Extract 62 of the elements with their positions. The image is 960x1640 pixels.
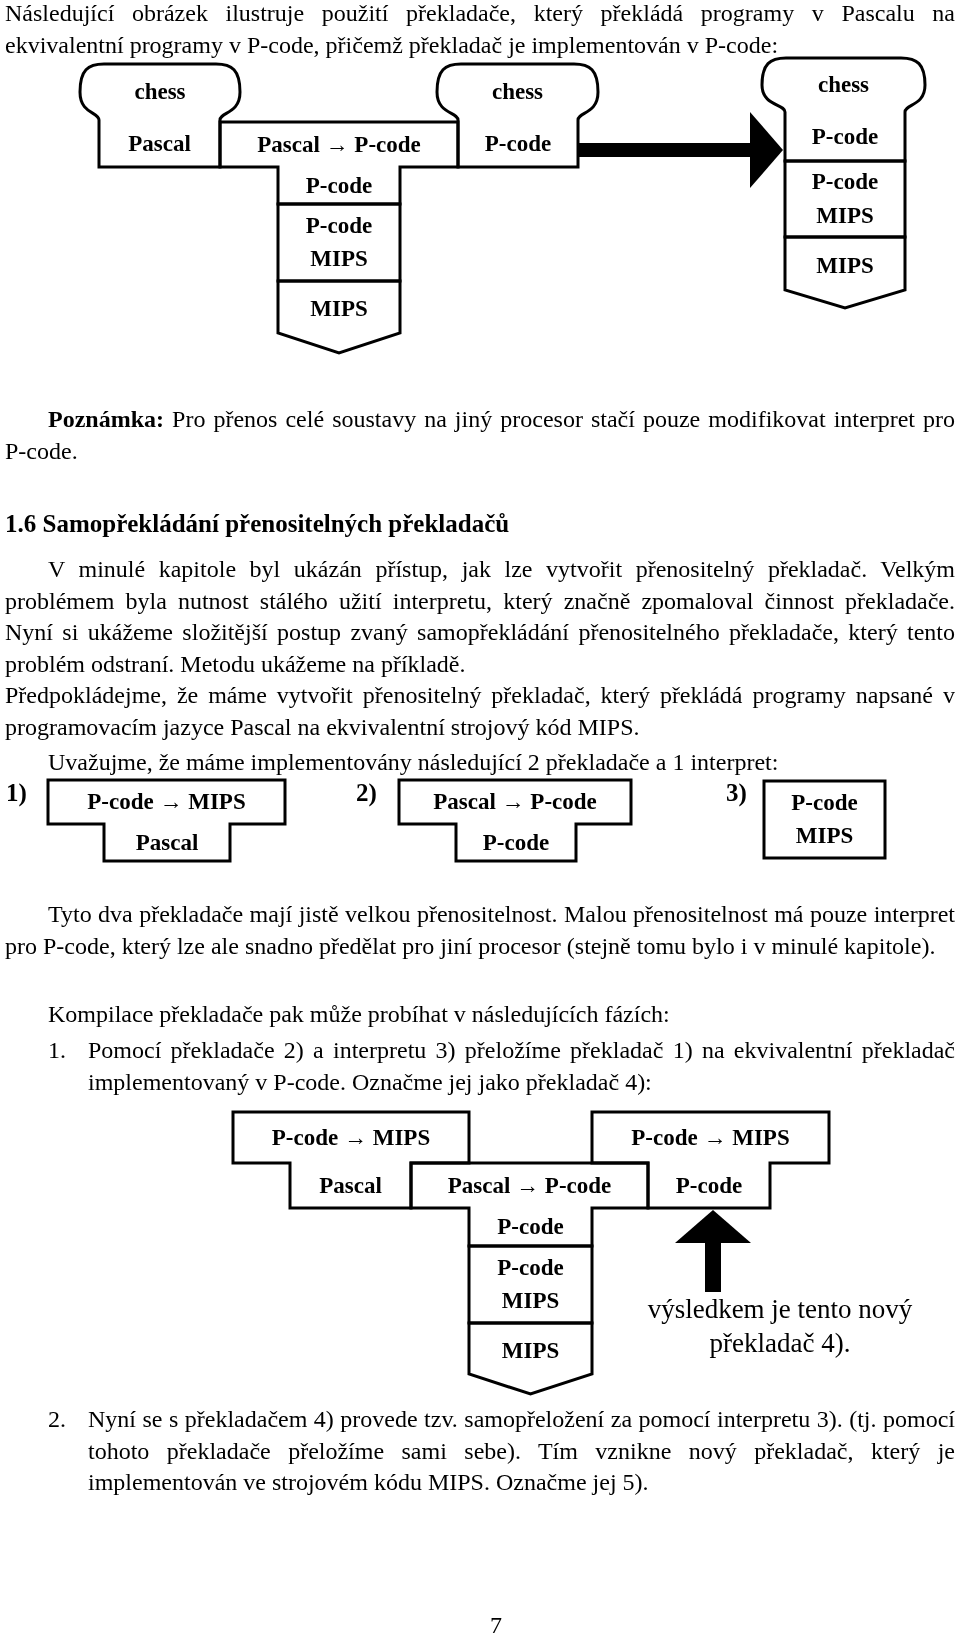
t-diagram-label: chess — [491, 79, 544, 105]
callout-number: 3) — [726, 778, 747, 809]
arrow — [578, 112, 783, 188]
t-diagram-label: MIPS — [501, 1337, 560, 1364]
paragraph: Předpokládejme, že máme vytvořit přenositelný překladač, který překládá programy napsané v programovacím jazyce Pascal na ekvivalentní strojový kód MIPS. — [5, 681, 955, 742]
t-diagram-label: chess — [134, 79, 186, 105]
t-diagram-label: MIPS — [501, 1288, 560, 1315]
interpreter-block — [764, 781, 885, 858]
t-diagram-label: P-code — [482, 829, 550, 856]
t-diagram-label: Pascal → P-code — [433, 789, 597, 815]
interpreter-block — [469, 1246, 592, 1323]
interpreter-block — [278, 204, 400, 281]
list-number: 1. — [48, 1036, 66, 1065]
annotation-text: výsledkem je tento nový překladač 4). — [620, 1292, 940, 1360]
paragraph: Tyto dva překladače mají jistě velkou přenositelnost. Malou přenositelnost má pouze interpret pro P-code, který lze ale snadno předělat pro jiní procesor (stejně tomu bylo i v minulé kapitole). — [5, 900, 955, 961]
compiler-t-diagram — [220, 122, 458, 204]
program-diagram — [437, 64, 598, 167]
arrow — [675, 1210, 751, 1292]
t-diagram-label: MIPS — [816, 252, 874, 279]
list-item-text: Nyní se s překladačem 4) provede tzv. samopřeložení za pomocí interpretu 3). (tj. pomocí tohoto překladače přeložíme sami sebe). Tím vznikne nový překladač, který je implementován ve strojovém kódu MIPS. Označme jej 5). — [88, 1405, 955, 1497]
list-item-text: Pomocí překladače 2) a interpretu 3) přeložíme překladač 1) na ekvivalentní překladač implementovaný v P-code. Označme jej jako překladač 4): — [88, 1036, 955, 1097]
callout-number: 2) — [356, 778, 377, 809]
paragraph: Uvažujme, že máme implementovány následující 2 překladače a 1 interpret: — [47, 748, 780, 777]
section-heading: 1.6 Samopřekládání přenositelných překladačů — [5, 509, 511, 539]
t-diagram-label: P-code — [811, 169, 879, 196]
t-diagram-label: P-code — [791, 789, 858, 816]
program-diagram — [80, 64, 240, 167]
interpreter-block — [785, 161, 905, 237]
compiler-t-diagram — [399, 780, 631, 861]
t-diagram-label: Pascal — [128, 130, 191, 157]
t-diagram-label: P-code — [484, 130, 552, 157]
compiler-t-diagram — [411, 1163, 648, 1246]
list-number: 2. — [48, 1405, 66, 1434]
t-diagram-label: P-code — [305, 212, 373, 239]
paragraph: Kompilace překladače pak může probíhat v následujících fázích: — [47, 1000, 671, 1029]
callout-number: 1) — [6, 778, 27, 809]
t-diagram-label: P-code — [497, 1254, 564, 1281]
t-diagram-label: P-code — [811, 123, 879, 150]
t-diagram-label: Pascal → P-code — [257, 131, 421, 158]
t-diagram-label: MIPS — [310, 296, 368, 322]
note-text: Poznámka: Pro přenos celé soustavy na jiný procesor stačí pouze modifikovat interpret pro P-code. — [5, 405, 955, 466]
t-diagram-label: chess — [817, 72, 870, 98]
program-diagram — [762, 58, 925, 161]
machine-block — [278, 281, 400, 353]
t-diagram-label: Pascal — [135, 829, 199, 856]
t-diagram-label: MIPS — [816, 202, 874, 229]
t-diagram-label: Pascal → P-code — [447, 1172, 612, 1199]
intro-text: Následující obrázek ilustruje použití překladače, který překládá programy v Pascalu na ekvivalentní programy v P-code, přičemž překladač je implementován v P-code: — [5, 0, 955, 60]
page-number: 7 — [490, 1611, 502, 1640]
machine-block — [785, 237, 905, 308]
t-diagram-label: P-code → MIPS — [87, 789, 246, 815]
t-diagram-label: P-code → MIPS — [271, 1124, 431, 1151]
compiler-t-diagram — [48, 780, 285, 861]
t-diagram-label: MIPS — [795, 823, 854, 850]
t-diagram-label: P-code — [305, 172, 373, 199]
paragraph: V minulé kapitole byl ukázán přístup, jak lze vytvořit přenositelný překladač. Velkým problémem byla nutnost stálého užití interpretu, který značně zpomaloval činnost překladače. Nyní si ukážeme složitější postup zvaný samopřekládání přenositelného překladače, který tento problém odstraní. Metodu ukážeme na příkladě. — [5, 555, 955, 679]
t-diagram-label: P-code → MIPS — [631, 1124, 790, 1151]
t-diagram-label: MIPS — [310, 246, 368, 273]
t-diagram-label: Pascal — [319, 1172, 382, 1199]
t-diagram-label: P-code — [675, 1172, 743, 1199]
t-diagram-label: P-code — [497, 1214, 564, 1240]
machine-block — [469, 1323, 592, 1394]
